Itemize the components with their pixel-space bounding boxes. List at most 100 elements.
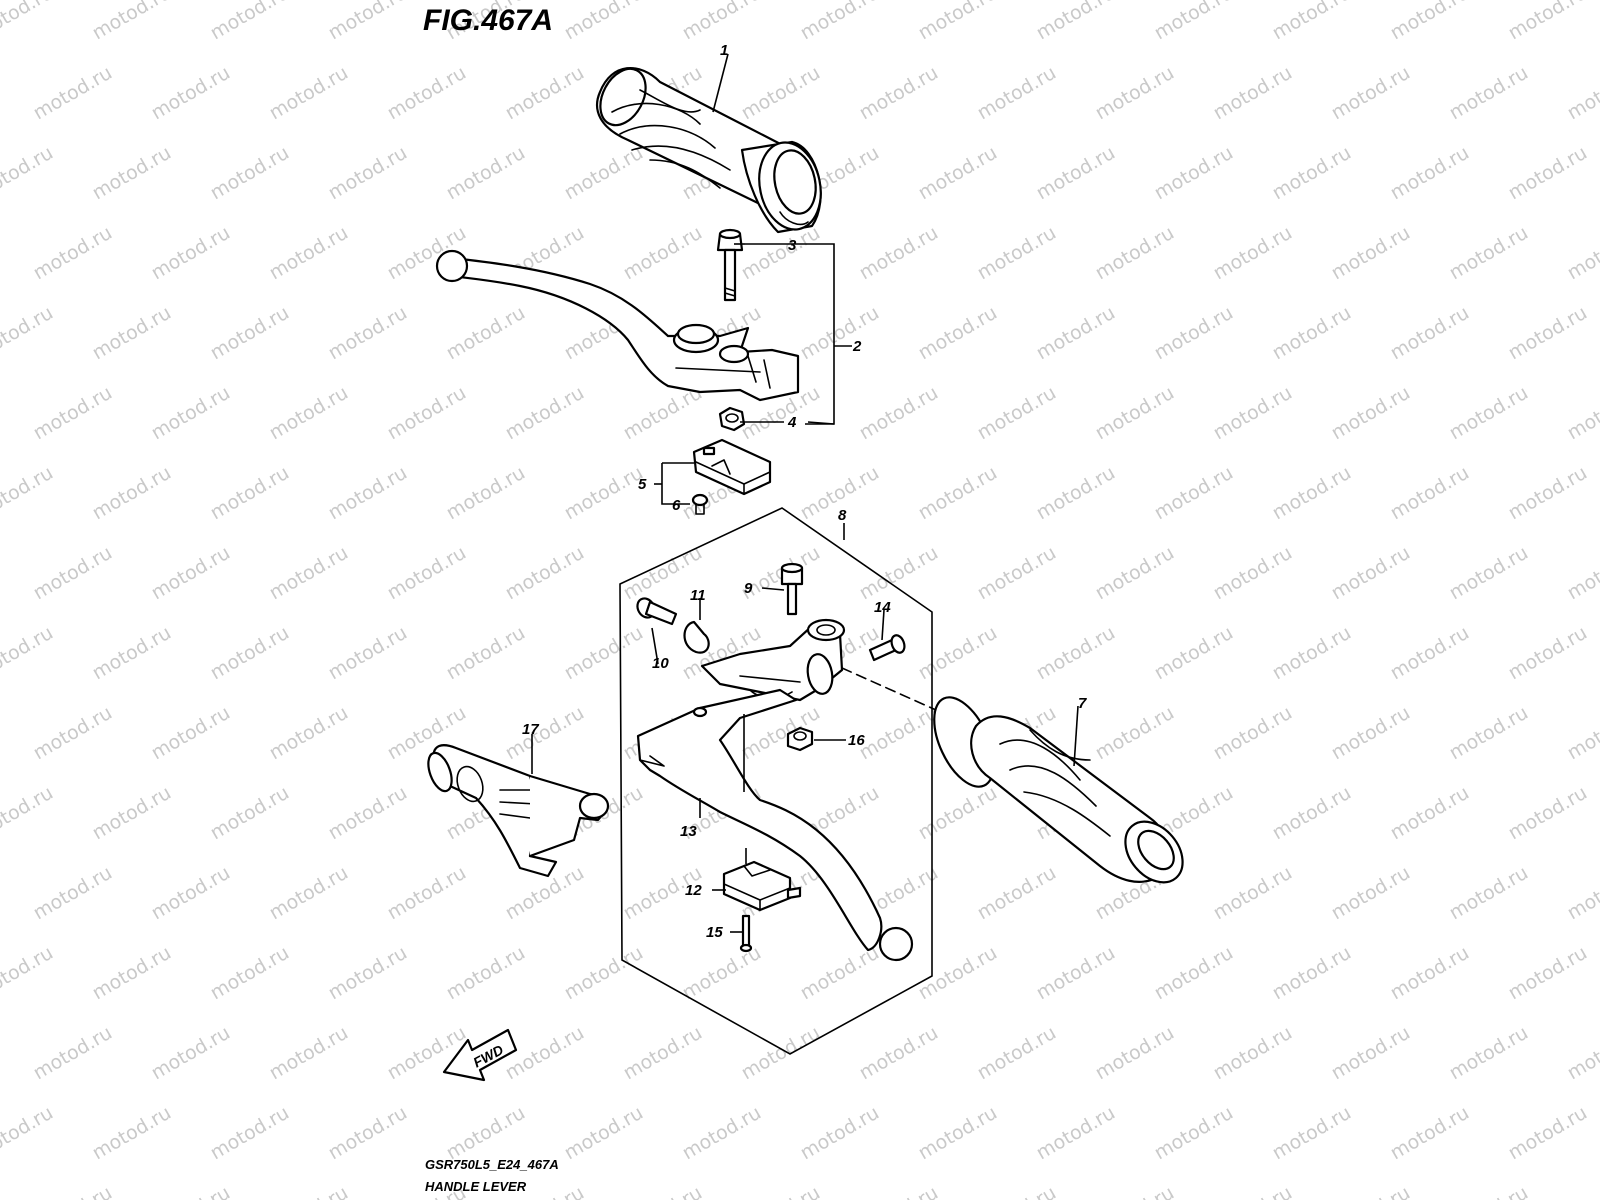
watermark-text: motod.ru [856,1022,942,1085]
watermark-text: motod.ru [1092,1022,1178,1085]
watermark-text: motod.ru [1328,62,1414,125]
part-16-nut [786,726,814,752]
watermark-text: motod.ru [1210,702,1296,765]
watermark-text: motod.ru [0,622,57,685]
leader-10 [651,627,659,665]
watermark-text: motod.ru [1387,0,1473,44]
watermark-text: motod.ru [974,382,1060,445]
part-10-screw [636,597,678,626]
watermark-text: motod.ru [1505,942,1591,1005]
watermark-text: motod.ru [1387,142,1473,205]
watermark-text: motod.ru [1210,62,1296,125]
part-7-left-grip [933,696,1184,884]
watermark-text: motod.ru [797,942,883,1005]
callout-5: 5 [638,476,647,493]
watermark-text: motod.ru [443,142,529,205]
watermark-text: motod.ru [89,622,175,685]
watermark-text: motod.ru [738,1182,824,1200]
watermark-text: motod.ru [1092,62,1178,125]
fwd-arrow-icon: FWD [442,1028,518,1082]
watermark-text: motod.ru [1564,702,1600,765]
watermark-text: motod.ru [915,942,1001,1005]
bracket-2-3-4 [745,243,835,425]
watermark-text: motod.ru [974,222,1060,285]
watermark-text: motod.ru [1387,782,1473,845]
watermark-text: motod.ru [325,142,411,205]
watermark-text: motod.ru [797,1102,883,1165]
callout-13: 13 [680,823,697,840]
watermark-text: motod.ru [0,302,57,365]
watermark-text: motod.ru [30,542,116,605]
watermark-text: motod.ru [1151,622,1237,685]
watermark-text: motod.ru [207,1102,293,1165]
part-12-clutch-switch [722,860,802,912]
watermark-text: motod.ru [915,0,1001,44]
part-14-screw [868,634,906,662]
watermark-text: motod.ru [89,942,175,1005]
watermark-text: motod.ru [443,462,529,525]
watermark-text: motod.ru [1505,622,1591,685]
watermark-text: motod.ru [974,1022,1060,1085]
watermark-text: motod.ru [1446,542,1532,605]
watermark-text: motod.ru [1564,222,1600,285]
watermark-text: motod.ru [1151,302,1237,365]
watermark-text: motod.ru [561,0,647,44]
watermark-text: motod.ru [502,382,588,445]
watermark-text: motod.ru [266,382,352,445]
watermark-text: motod.ru [679,0,765,44]
watermark-text: motod.ru [89,142,175,205]
watermark-text: motod.ru [148,1022,234,1085]
watermark-text: motod.ru [561,1102,647,1165]
watermark-text: motod.ru [502,702,588,765]
callout-4: 4 [787,414,797,431]
watermark-text: motod.ru [30,382,116,445]
watermark-text: motod.ru [1033,0,1119,44]
watermark-text: motod.ru [0,942,57,1005]
watermark-text: motod.ru [738,62,824,125]
watermark-text: motod.ru [325,0,411,44]
watermark-text: motod.ru [1269,302,1355,365]
watermark-text: motod.ru [207,622,293,685]
watermark-text: motod.ru [1387,302,1473,365]
watermark-text: motod.ru [1269,0,1355,44]
watermark-text: motod.ru [1446,1182,1532,1200]
watermark-text: motod.ru [679,1102,765,1165]
leader-14 [881,609,885,641]
watermark-text: motod.ru [915,462,1001,525]
watermark-text: motod.ru [89,462,175,525]
watermark-text: motod.ru [1033,942,1119,1005]
watermark-text: motod.ru [1328,382,1414,445]
watermark-text: motod.ru [1446,702,1532,765]
watermark-text: motod.ru [1505,782,1591,845]
watermark-text: motod.ru [1328,1022,1414,1085]
watermark-text: motod.ru [89,782,175,845]
callout-6: 6 [672,497,681,514]
watermark-text: motod.ru [915,302,1001,365]
clutch-lever-holder [700,618,937,711]
watermark-text: motod.ru [502,62,588,125]
watermark-text: motod.ru [1328,1182,1414,1200]
callout-15: 15 [706,924,723,941]
watermark-text: motod.ru [620,1182,706,1200]
callout-16: 16 [848,732,865,749]
part-17-lever-guard [427,744,610,878]
watermark-text: motod.ru [856,542,942,605]
watermark-text: motod.ru [207,782,293,845]
watermark-text: motod.ru [1151,942,1237,1005]
watermark-text: motod.ru [1151,142,1237,205]
watermark-text: motod.ru [30,222,116,285]
watermark-text: motod.ru [148,222,234,285]
watermark-text: motod.ru [1328,702,1414,765]
watermark-text: motod.ru [89,302,175,365]
watermark-text: motod.ru [561,942,647,1005]
watermark-text: motod.ru [1210,222,1296,285]
watermark-text: motod.ru [1328,862,1414,925]
watermark-text: motod.ru [89,1102,175,1165]
watermark-text: motod.ru [974,62,1060,125]
watermark-text: motod.ru [1564,382,1600,445]
watermark-text: motod.ru [207,942,293,1005]
watermark-text: motod.ru [1269,942,1355,1005]
watermark-text: motod.ru [30,1182,116,1200]
watermark-text: motod.ru [561,622,647,685]
